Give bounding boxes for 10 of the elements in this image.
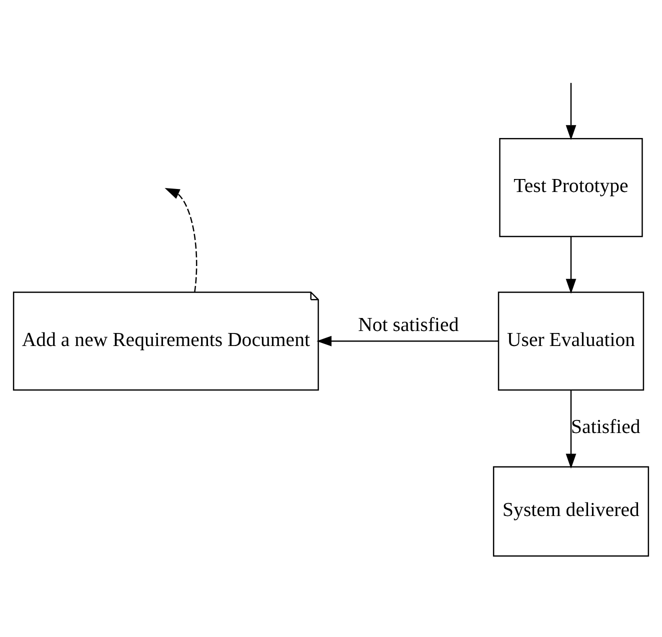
arrow bbox=[566, 390, 576, 468]
edge-label: Satisfied bbox=[571, 416, 640, 438]
arrow bbox=[164, 188, 198, 292]
arrow bbox=[566, 82, 576, 140]
node-box: Test Prototype bbox=[499, 137, 643, 237]
node-box: System delivered bbox=[492, 466, 650, 556]
edge-label: Not satisfied bbox=[358, 313, 459, 336]
arrow bbox=[316, 335, 498, 346]
arrow bbox=[566, 236, 576, 294]
node-box: User Evaluation bbox=[498, 291, 644, 390]
